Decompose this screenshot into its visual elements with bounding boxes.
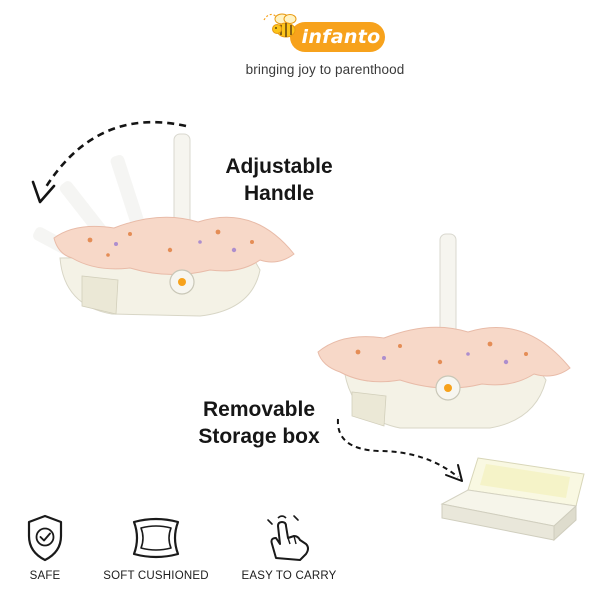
shield-check-icon (27, 514, 63, 562)
brand-tagline: bringing joy to parenthood (245, 62, 405, 77)
hand-tap-icon (267, 515, 309, 561)
brand-header: infanto bringing joy to parenthood (240, 6, 410, 77)
storage-removal-arrow (336, 418, 463, 482)
brand-logo: infanto (260, 10, 385, 54)
feature-label: EASY TO CARRY (241, 570, 337, 582)
adjustable-handle-caption: Adjustable Handle (214, 153, 344, 207)
caption-line: Storage box (198, 425, 320, 448)
handle-rotation-arrow (31, 120, 187, 204)
caption-line: Handle (243, 182, 314, 205)
logo-wordmark: infanto (301, 26, 381, 48)
feature-easy-to-carry: EASY TO CARRY (234, 514, 344, 582)
logo-pill (290, 22, 385, 52)
removable-storage-caption: Removable Storage box (192, 396, 326, 450)
car-seat-handle-positions (33, 133, 295, 317)
feature-soft-cushioned: SOFT CUSHIONED (98, 514, 214, 582)
feature-safe: SAFE (15, 514, 75, 582)
storage-box (440, 457, 585, 542)
caption-line: Removable (202, 398, 316, 421)
car-seat-with-storage (317, 233, 571, 429)
caption-line: Adjustable (225, 155, 333, 178)
pillow-icon (132, 517, 180, 559)
feature-label: SAFE (29, 570, 61, 582)
bee-icon (263, 13, 297, 38)
feature-label: SOFT CUSHIONED (103, 570, 209, 582)
